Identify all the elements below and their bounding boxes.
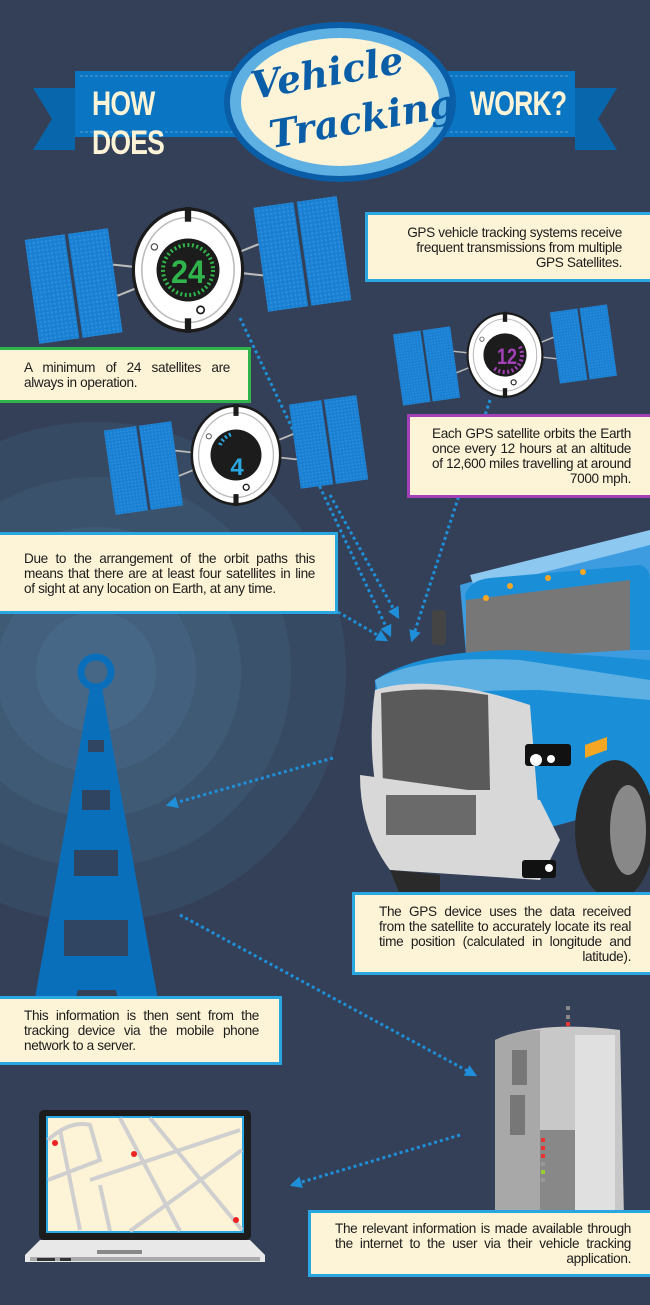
- title-work: WORK?: [470, 85, 567, 123]
- laptop-map-icon: [25, 1110, 265, 1262]
- caption-minimum-satellites: A minimum of 24 satellites are always in…: [0, 347, 251, 403]
- title-banner: [33, 22, 617, 182]
- satellite-number-4: 4: [230, 454, 244, 481]
- satellite-24-dial: [161, 243, 215, 297]
- satellite-number-12: 12: [497, 344, 517, 369]
- caption-mobile-network: This information is then sent from the t…: [0, 996, 282, 1065]
- title-how-does: HOW DOES: [92, 85, 165, 162]
- caption-orbit: Each GPS satellite orbits the Earth once…: [407, 414, 650, 498]
- satellite-number-24: 24: [171, 254, 205, 290]
- caption-line-of-sight: Due to the arrangement of the orbit path…: [0, 532, 338, 614]
- satellite-4-dial: [218, 432, 233, 446]
- caption-internet: The relevant information is made availab…: [308, 1210, 650, 1277]
- caption-gps-device: The GPS device uses the data received fr…: [352, 892, 650, 975]
- truck-icon: [360, 530, 650, 900]
- caption-gps-transmissions: GPS vehicle tracking systems receive fre…: [365, 212, 650, 282]
- satellite-12-dial: [486, 336, 524, 374]
- cell-tower-icon: [35, 653, 158, 1010]
